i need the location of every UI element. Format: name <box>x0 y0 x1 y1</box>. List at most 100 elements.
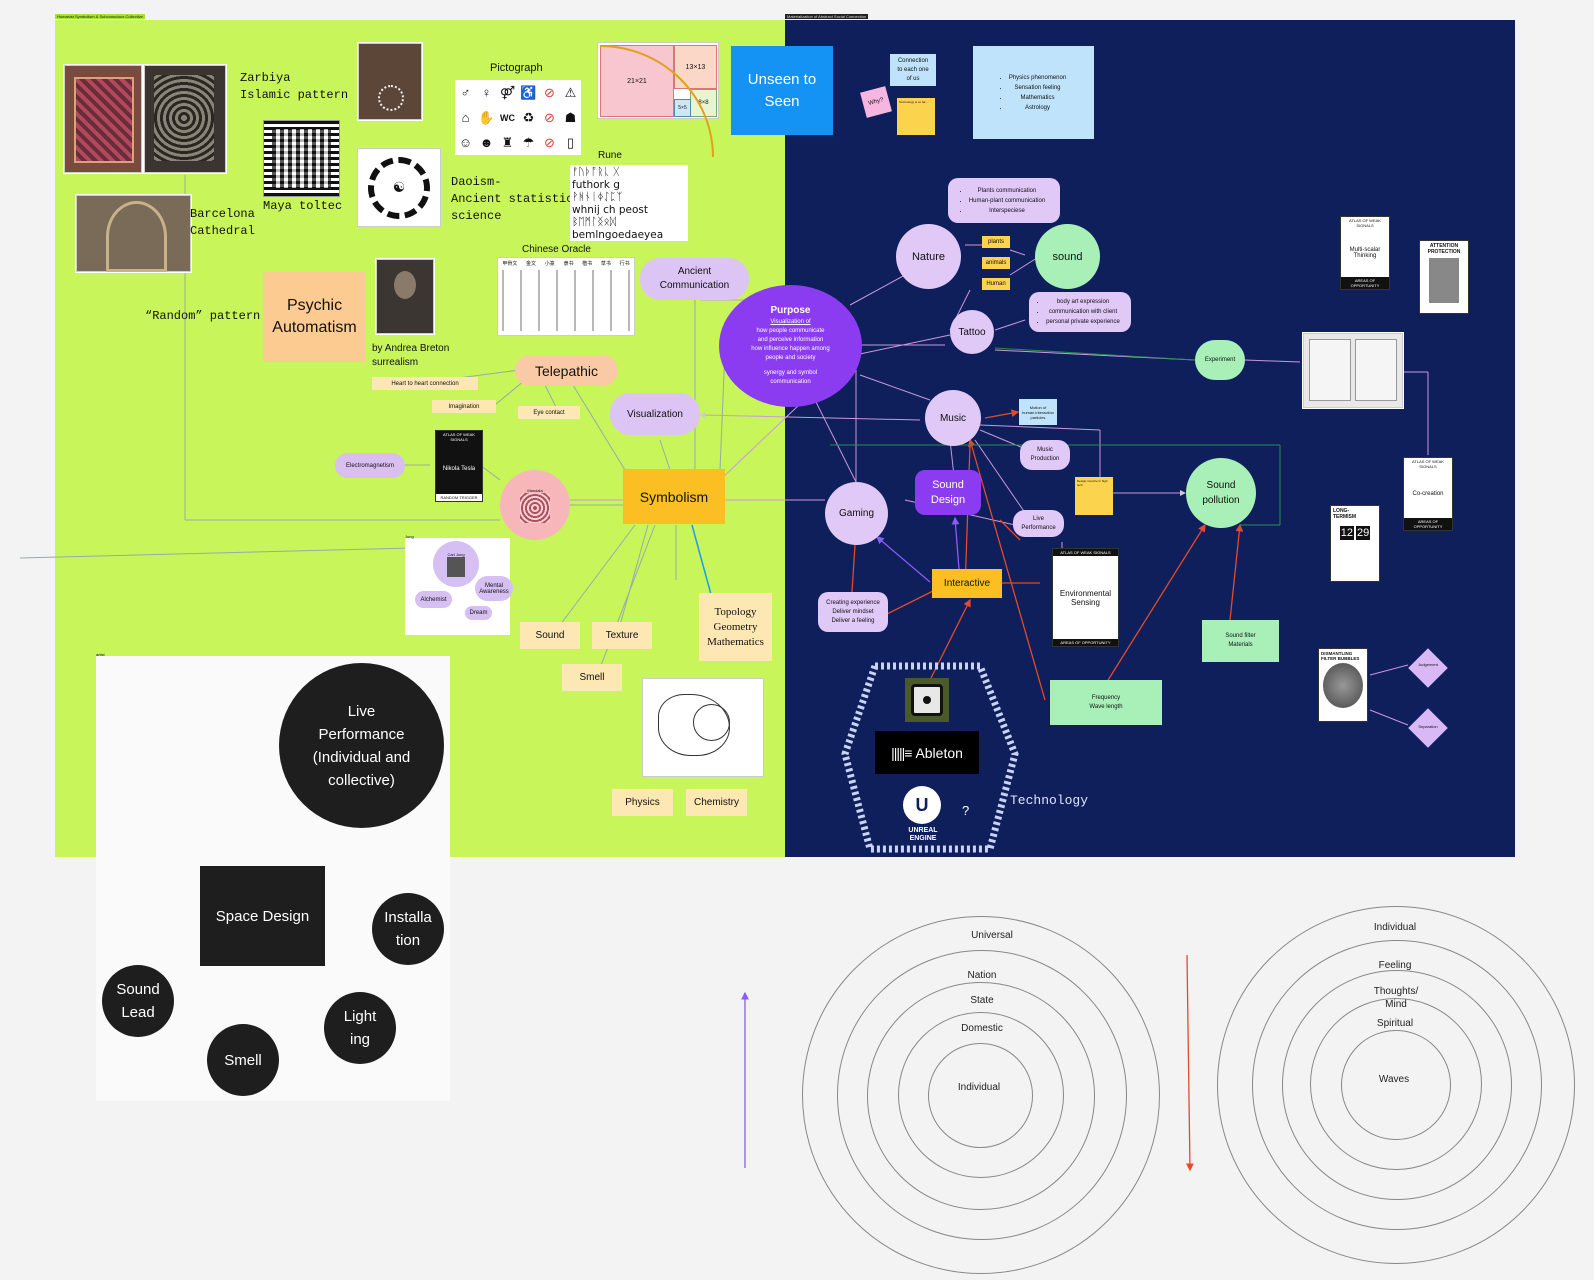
motion-particles-note[interactable]: Motion of human interaction particles <box>1019 399 1057 425</box>
ring-thoughts[interactable] <box>1282 970 1512 1200</box>
topology-note[interactable]: Topology Geometry Mathematics <box>699 593 772 661</box>
attention-protection-card[interactable]: ATTENTION PROTECTION <box>1419 240 1469 314</box>
chinese-oracle-label[interactable]: Chinese Oracle <box>522 244 591 255</box>
eye-contact-note[interactable]: Eye contact <box>518 406 580 419</box>
golden-ratio-image[interactable]: 21×21 13×13 8×8 5×5 <box>597 42 719 157</box>
chinese-oracle-table[interactable]: 甲骨文 金文 小篆 隶书 楷书 草书 行书 <box>497 257 635 336</box>
rune-label[interactable]: Rune <box>598 150 622 161</box>
ring-individual-outer[interactable] <box>1217 906 1575 1264</box>
ring-individual[interactable] <box>928 1043 1033 1148</box>
sound-lead-circle[interactable]: Sound Lead <box>102 965 174 1037</box>
mental-awareness-node[interactable]: Mental Awareness <box>475 576 513 601</box>
music-production-node[interactable]: Music Production <box>1020 440 1070 470</box>
dismantling-card[interactable]: DISMANTLING FILTER BUBBLES <box>1318 648 1368 722</box>
live-performance-circle[interactable]: Live Performance (Individual and collect… <box>279 663 444 828</box>
multi-scalar-card[interactable]: ATLAS OF WEAK SIGNALS Multi-scalar Think… <box>1340 216 1390 290</box>
family-icon: ⚤ <box>499 84 516 100</box>
purpose-node[interactable]: Purpose Visualization of how people comm… <box>719 285 862 407</box>
texture-note[interactable]: Texture <box>592 622 652 649</box>
ring-nation[interactable] <box>837 950 1127 1240</box>
telepathic-node[interactable]: Telepathic <box>515 355 618 386</box>
ring-domestic[interactable] <box>898 1012 1064 1178</box>
human-tag[interactable]: Human <box>982 278 1010 290</box>
gaming-node[interactable]: Gaming <box>825 482 888 545</box>
electromagnetism-node[interactable]: Electromagnetism <box>335 453 405 478</box>
creating-experience-node[interactable]: Creating experience Deliver mindset Deli… <box>818 592 888 632</box>
random-pattern-label[interactable]: “Random” pattern <box>145 309 261 323</box>
tattoo-node[interactable]: Tattoo <box>950 310 994 354</box>
klein-bottle-diagram[interactable] <box>642 678 764 777</box>
connection-note[interactable]: Connection to each one of us <box>890 54 936 86</box>
pictograph-label[interactable]: Pictograph <box>490 62 543 74</box>
music-node[interactable]: Music <box>925 390 981 446</box>
barcelona-cathedral-photo[interactable] <box>75 194 192 273</box>
ring-state[interactable] <box>867 982 1095 1210</box>
barcelona-label[interactable]: Barcelona Cathedral <box>190 207 255 238</box>
unseen-to-seen-note[interactable]: Unseen to Seen <box>731 46 833 135</box>
body-art-note[interactable]: body art expression communication with c… <box>1029 292 1131 332</box>
experiment-node[interactable]: Experiment <box>1195 340 1245 380</box>
bagua-image[interactable]: ☯ <box>357 148 441 227</box>
interactive-node[interactable]: Interactive <box>932 569 1002 598</box>
mandala-node[interactable]: Mandala <box>500 470 570 540</box>
animals-tag[interactable]: animals <box>982 257 1010 269</box>
plants-tag[interactable]: plants <box>982 236 1010 248</box>
visualization-node[interactable]: Visualization <box>610 393 700 435</box>
ring-universal[interactable] <box>802 916 1160 1274</box>
plants-communication-note[interactable]: Plants communication Human-plant communi… <box>948 178 1060 223</box>
nikola-tesla-card[interactable]: ATLAS OF WEAK SIGNALS Nikola Tesla RANDO… <box>435 430 483 502</box>
sound-design-node[interactable]: Sound Design <box>915 470 981 515</box>
installation-circle[interactable]: Installa tion <box>372 893 444 965</box>
physics-phenomenon-note[interactable]: Physics phenomenon Sensation feeling Mat… <box>973 46 1094 139</box>
daoism-label[interactable]: Daoism- Ancient statistic science <box>451 175 574 223</box>
ableton-logo[interactable]: |||||≡Ableton <box>875 731 979 774</box>
pictograph-grid[interactable]: ♂♀⚤♿⊘⚠ ⌂✋WC♻⊘☗ ☺☻♜☂⊘▯ <box>455 80 581 155</box>
left-frame-title[interactable]: Humanist Symbolism & Subconscious Collec… <box>55 14 145 19</box>
heart-connection-note[interactable]: Heart to heart connection <box>372 377 478 390</box>
chemistry-note[interactable]: Chemistry <box>686 789 747 816</box>
live-performance-node[interactable]: Live Performance <box>1013 510 1064 537</box>
breton-portrait-photo[interactable] <box>375 258 435 335</box>
psychic-automatism-note[interactable]: Psychic Automatism <box>263 272 366 362</box>
design-note[interactable]: Design must be in high tech <box>1075 477 1113 515</box>
imagination-note[interactable]: Imagination <box>432 400 496 413</box>
persian-carpet-photo[interactable] <box>63 64 143 174</box>
ring-waves[interactable] <box>1341 1030 1451 1140</box>
ancient-communication-node[interactable]: Ancient Communication <box>640 258 749 300</box>
jung-frame[interactable]: Jung Carl Jung Alchemist Mental Awarenes… <box>405 534 513 635</box>
islamic-pattern-photo[interactable] <box>143 64 227 174</box>
ring-feeling[interactable] <box>1252 940 1542 1230</box>
smell-note[interactable]: Smell <box>562 664 622 691</box>
technology-note[interactable]: Technology is so far... <box>897 98 935 135</box>
dream-node[interactable]: Dream <box>465 606 492 620</box>
breton-caption[interactable]: by Andrea Breton surrealism <box>372 343 450 368</box>
alchemist-node[interactable]: Alchemist <box>415 591 452 608</box>
maya-label[interactable]: Maya toltec <box>263 199 343 213</box>
question-mark[interactable]: ? <box>962 803 970 818</box>
sound-filter-note[interactable]: Sound filter Materials <box>1202 620 1279 662</box>
max-msp-icon[interactable] <box>905 678 949 722</box>
unreal-logo-icon[interactable]: U <box>903 786 941 824</box>
zarbiya-label[interactable]: Zarbiya Islamic pattern <box>240 71 349 102</box>
environmental-sensing-card[interactable]: ATLAS OF WEAK SIGNALS Environmental Sens… <box>1052 548 1119 647</box>
rune-table[interactable]: ᚠᚢᚦᚩᚱᚳ ᚷ futhork g ᚹᚻᚾᛁᛄᛇᛈᛉ whnij ch peo… <box>570 165 688 241</box>
experiment-sketch-photo[interactable] <box>1302 332 1404 409</box>
space-design-square[interactable]: Space Design <box>200 866 325 966</box>
longtermism-card[interactable]: LONG- TERMISM 12 29 <box>1330 505 1380 582</box>
maya-pattern-image[interactable] <box>263 120 340 197</box>
smell-circle[interactable]: Smell <box>207 1024 279 1096</box>
symbolism-node[interactable]: Symbolism <box>623 469 725 524</box>
sound-pollution-node[interactable]: Sound pollution <box>1186 458 1256 528</box>
technology-label[interactable]: Technology <box>1010 793 1089 808</box>
co-creation-card[interactable]: ATLAS OF WEAK SIGNALS Co-creation AREAS … <box>1403 457 1453 531</box>
sound-node[interactable]: sound <box>1035 224 1100 289</box>
frequency-note[interactable]: Frequency Wave length <box>1050 680 1162 725</box>
sound-note[interactable]: Sound <box>520 622 580 649</box>
floor-pattern-photo[interactable] <box>357 42 423 121</box>
lighting-circle[interactable]: Light ing <box>324 992 396 1064</box>
right-frame-title[interactable]: Materialization of Abstract Social Conne… <box>785 14 869 19</box>
physics-note[interactable]: Physics <box>612 789 673 816</box>
nature-node[interactable]: Nature <box>896 224 961 289</box>
ring-spiritual[interactable] <box>1310 998 1482 1170</box>
carl-jung-node[interactable]: Carl Jung <box>433 541 479 587</box>
